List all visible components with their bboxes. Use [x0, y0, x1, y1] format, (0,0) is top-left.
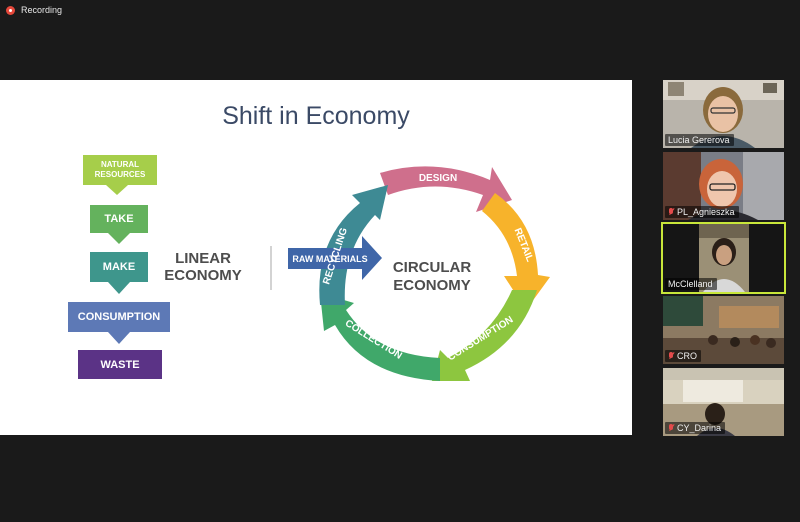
- circular-economy-label-line1: CIRCULAR: [393, 259, 471, 276]
- cycle-segment-collection: [320, 293, 440, 381]
- design-label: DESIGN: [419, 173, 457, 184]
- participant-tile-darina[interactable]: CY_Darina: [663, 368, 784, 436]
- circular-economy-diagram: RAW MATERIALS DESIGN RETAIL CONSUMPTION …: [288, 166, 550, 381]
- linear-step-consumption: CONSUMPTION: [68, 302, 170, 332]
- mic-muted-icon: [668, 208, 674, 216]
- participant-name: Lucia Gererova: [668, 135, 730, 145]
- participant-nametag: McClelland: [665, 278, 717, 290]
- down-arrow-icon: [108, 282, 130, 294]
- linear-step-take: TAKE: [90, 205, 148, 233]
- linear-step-waste: WASTE: [78, 350, 162, 379]
- recording-icon: [6, 5, 15, 15]
- down-arrow-icon: [106, 185, 128, 195]
- participant-nametag: PL_Agnieszka: [665, 206, 739, 218]
- linear-economy-label: LINEAR ECONOMY: [164, 250, 242, 284]
- mic-muted-icon: [668, 352, 674, 360]
- down-arrow-icon: [108, 332, 130, 344]
- participant-name: CRO: [677, 351, 697, 361]
- participant-nametag: CRO: [665, 350, 701, 362]
- cycle-segment-design: [380, 166, 512, 212]
- linear-step-natural-resources: NATURAL RESOURCES: [83, 155, 157, 185]
- participant-nametag: Lucia Gererova: [665, 134, 734, 146]
- cycle-segment-consumption: [432, 290, 537, 381]
- slide-title: Shift in Economy: [222, 102, 410, 130]
- participant-tile-mcclelland[interactable]: McClelland: [661, 222, 786, 294]
- participant-name: CY_Darina: [677, 423, 722, 433]
- divider: [270, 246, 272, 290]
- recording-indicator[interactable]: Recording: [0, 0, 800, 20]
- participant-nametag: CY_Darina: [665, 422, 726, 434]
- circular-economy-label-line2: ECONOMY: [393, 277, 471, 294]
- shared-screen-slide: Shift in Economy NATURAL RESOURCES TAKE …: [0, 80, 632, 435]
- participant-name: PL_Agnieszka: [677, 207, 735, 217]
- cycle-segment-recycling: [319, 185, 388, 305]
- participant-name: McClelland: [668, 279, 713, 289]
- mic-muted-icon: [668, 424, 674, 432]
- down-arrow-icon: [108, 233, 130, 244]
- participant-tile-cro[interactable]: CRO: [663, 296, 784, 364]
- cycle-segment-retail: [482, 193, 550, 310]
- linear-step-make: MAKE: [90, 252, 148, 282]
- raw-materials-label: RAW MATERIALS: [292, 254, 367, 264]
- participant-video: [663, 80, 784, 148]
- raw-materials-arrow: [288, 236, 382, 280]
- recording-label: Recording: [21, 5, 63, 15]
- participant-tile-agnieszka[interactable]: PL_Agnieszka: [663, 152, 784, 220]
- participant-tile-lucia[interactable]: Lucia Gererova: [663, 80, 784, 148]
